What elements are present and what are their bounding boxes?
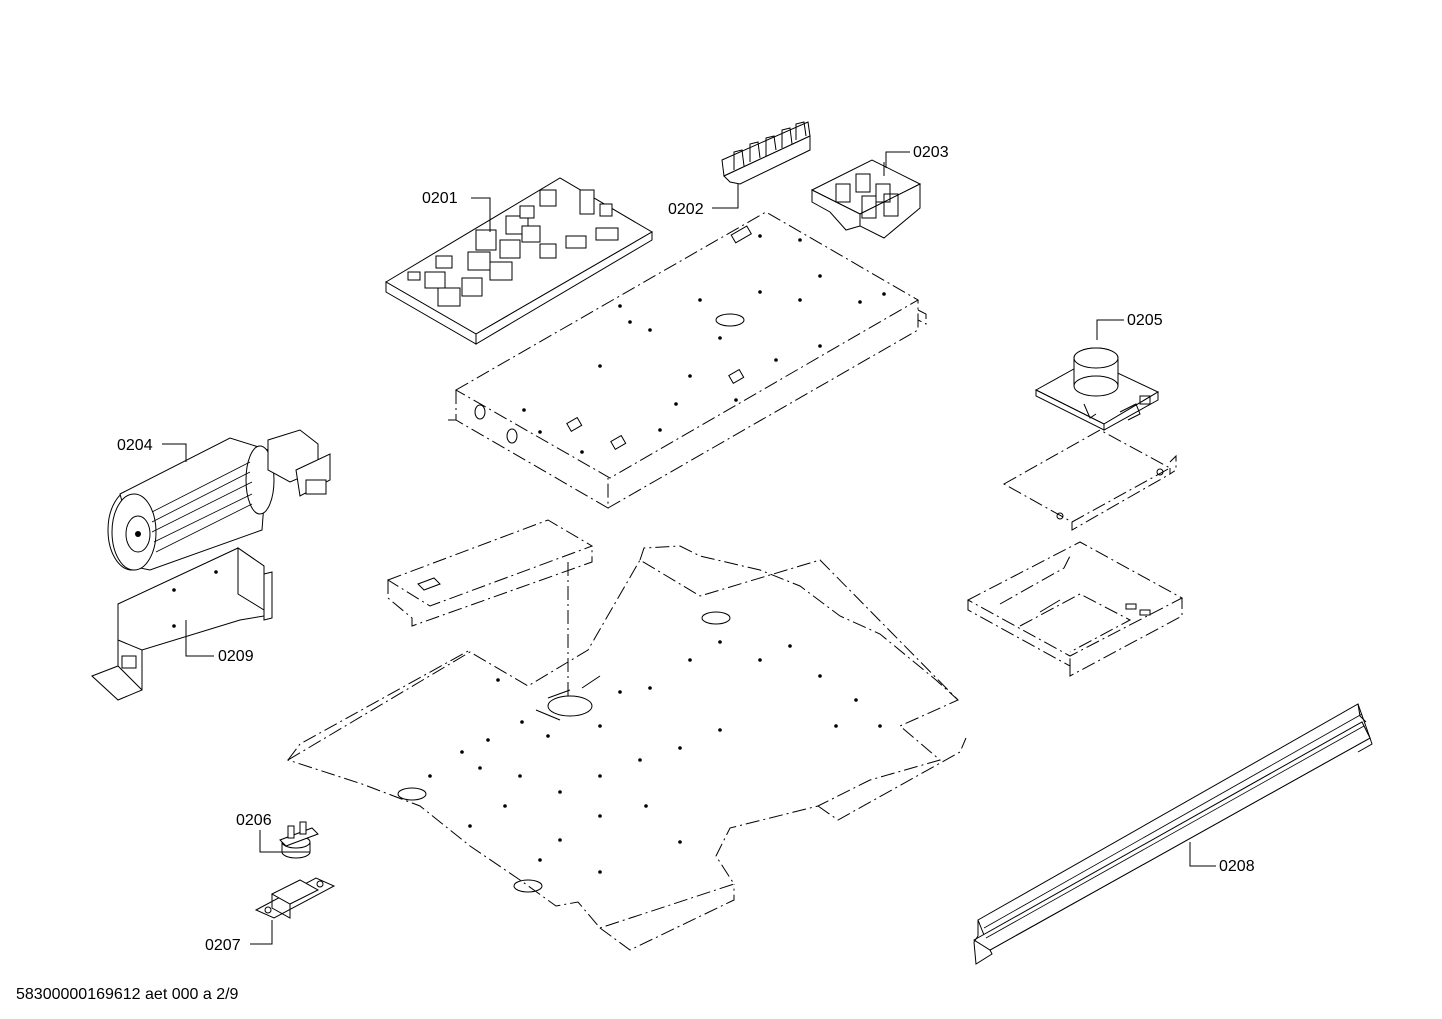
air-duct-bracket	[386, 519, 594, 700]
motor-cover-tray	[966, 541, 1184, 677]
callout-0202: 0202	[668, 201, 704, 218]
part-0208-trim-rail[interactable]	[973, 703, 1373, 965]
leader-0209	[185, 620, 214, 657]
callout-0203: 0203	[913, 144, 949, 161]
part-0202-connector-strip[interactable]	[721, 121, 811, 185]
document-code: 58300000169612 aet 000 a 2/9	[16, 986, 239, 1003]
leader-0204	[162, 443, 187, 462]
part-0207-thermostat-bracket[interactable]	[254, 877, 336, 919]
part-0204-tangential-fan[interactable]	[107, 429, 331, 571]
callout-0209: 0209	[218, 648, 254, 665]
motor-mounting-plate	[1002, 429, 1177, 531]
part-0201-circuit-board[interactable]	[385, 177, 653, 345]
leader-0202	[712, 184, 739, 209]
callout-0204: 0204	[117, 437, 153, 454]
upper-mounting-panel	[448, 211, 927, 509]
leader-0205	[1096, 319, 1124, 340]
leader-0208	[1189, 842, 1216, 867]
leader-0206	[259, 830, 282, 853]
callout-0208: 0208	[1219, 858, 1255, 875]
callout-0207: 0207	[205, 937, 241, 954]
leader-0203	[885, 151, 910, 168]
part-0209-fan-bracket[interactable]	[91, 547, 273, 701]
callout-0206: 0206	[236, 812, 272, 829]
leader-0207	[250, 920, 273, 945]
part-0206-thermostat[interactable]	[279, 821, 319, 859]
leader-0201	[471, 197, 491, 232]
callout-0205: 0205	[1127, 312, 1163, 329]
part-0203-terminal-block[interactable]	[810, 159, 922, 239]
callout-0201: 0201	[422, 190, 458, 207]
part-0205-motor-unit[interactable]	[1034, 347, 1160, 431]
base-plate	[286, 545, 967, 951]
